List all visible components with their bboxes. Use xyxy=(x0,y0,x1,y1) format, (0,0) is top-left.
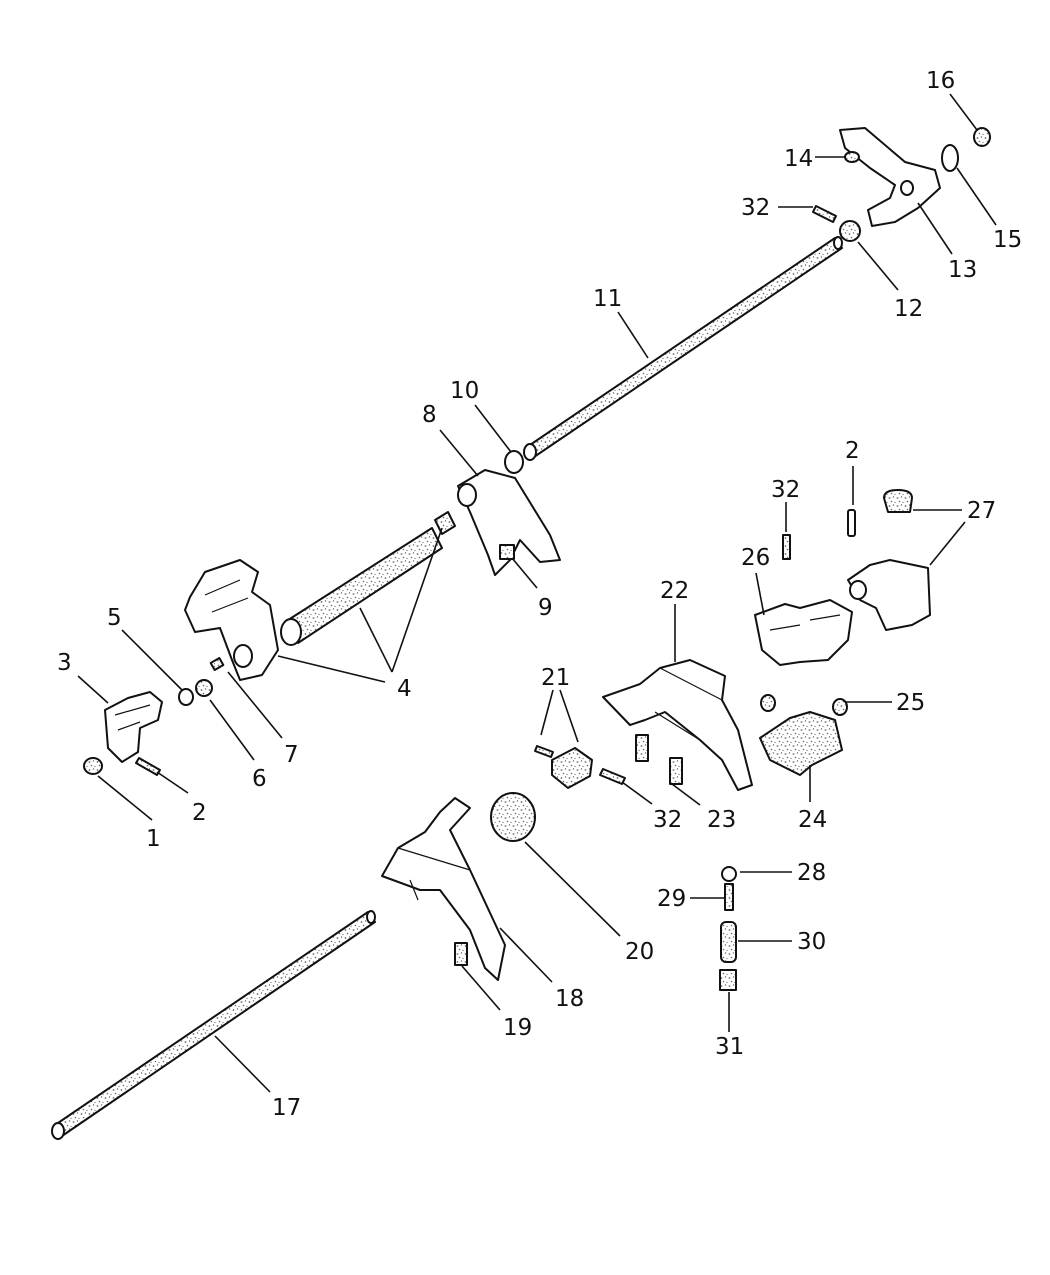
part-2-pin-lower xyxy=(135,757,161,776)
callout-13: 13 xyxy=(948,257,977,283)
part-31-plug xyxy=(719,969,737,991)
part-9-pad xyxy=(499,544,515,560)
part-25-screw-a xyxy=(760,694,776,712)
callout-17: 17 xyxy=(272,1095,301,1121)
part-13-shift-fork xyxy=(839,127,941,227)
part-5-ring xyxy=(178,688,194,706)
part-18-bracket xyxy=(381,797,506,981)
part-24-block xyxy=(759,711,843,776)
callout-22: 22 xyxy=(660,578,689,604)
part-14-pad xyxy=(844,151,860,163)
part-25-screw-b xyxy=(832,698,848,716)
callout-16: 16 xyxy=(926,68,955,94)
part-20-collar xyxy=(490,792,536,842)
callout-15: 15 xyxy=(993,227,1022,253)
callout-19: 19 xyxy=(503,1015,532,1041)
leader-lines xyxy=(77,93,997,1093)
part-27-block xyxy=(847,559,931,631)
callout-26: 26 xyxy=(741,545,770,571)
callout-20: 20 xyxy=(625,939,654,965)
callout-8: 8 xyxy=(422,402,437,428)
callout-28: 28 xyxy=(797,860,826,886)
callout-32-upper: 32 xyxy=(741,195,770,221)
callout-4: 4 xyxy=(397,676,412,702)
part-6-bushing xyxy=(195,679,213,697)
callout-6: 6 xyxy=(252,766,267,792)
callout-21: 21 xyxy=(541,665,570,691)
part-16-bushing xyxy=(973,127,991,147)
callout-25: 25 xyxy=(896,690,925,716)
callout-2-lower: 2 xyxy=(192,800,207,826)
part-1-bushing xyxy=(83,757,103,775)
part-26-block xyxy=(754,599,853,666)
part-32-pin-upper xyxy=(812,205,837,223)
part-32-pin-right xyxy=(782,534,791,560)
callout-5: 5 xyxy=(107,605,122,631)
callout-32-middle: 32 xyxy=(653,807,682,833)
part-28-ball xyxy=(721,866,737,882)
callout-10: 10 xyxy=(450,378,479,404)
callout-31: 31 xyxy=(715,1034,744,1060)
callout-7: 7 xyxy=(284,742,299,768)
part-32-pin-middle xyxy=(599,768,626,785)
callout-12: 12 xyxy=(894,296,923,322)
callout-30: 30 xyxy=(797,929,826,955)
callout-24: 24 xyxy=(798,807,827,833)
part-7-roller xyxy=(209,657,225,671)
part-15-ring xyxy=(941,144,959,172)
part-21-pin xyxy=(534,745,554,758)
callout-29: 29 xyxy=(657,886,686,912)
part-22-bracket xyxy=(602,659,753,791)
part-12-bushing xyxy=(839,220,861,242)
part-30-sleeve xyxy=(720,921,737,963)
callout-23: 23 xyxy=(707,807,736,833)
part-27-cap xyxy=(883,489,913,513)
callout-11: 11 xyxy=(593,286,622,312)
callout-14: 14 xyxy=(784,146,813,172)
part-17-shift-rail xyxy=(51,910,376,1140)
part-2-pin-upper xyxy=(847,509,856,537)
part-23-clip-a xyxy=(635,734,649,762)
callout-27: 27 xyxy=(967,498,996,524)
part-23-clip-b xyxy=(669,757,683,785)
part-29-spring xyxy=(724,883,734,911)
part-4-rail-and-sleeves xyxy=(280,511,456,646)
part-3-bracket xyxy=(104,691,163,763)
callout-9: 9 xyxy=(538,595,553,621)
part-19-clip xyxy=(454,942,468,966)
part-21-block xyxy=(551,747,593,789)
part-10-ring xyxy=(504,450,524,474)
callout-1: 1 xyxy=(146,826,161,852)
callout-32-right: 32 xyxy=(771,477,800,503)
callout-3: 3 xyxy=(57,650,72,676)
callout-18: 18 xyxy=(555,986,584,1012)
callout-2-upper: 2 xyxy=(845,438,860,464)
part-8-shift-fork xyxy=(457,469,561,576)
part-7-shift-fork xyxy=(184,559,279,681)
part-11-shift-rail xyxy=(523,236,843,461)
